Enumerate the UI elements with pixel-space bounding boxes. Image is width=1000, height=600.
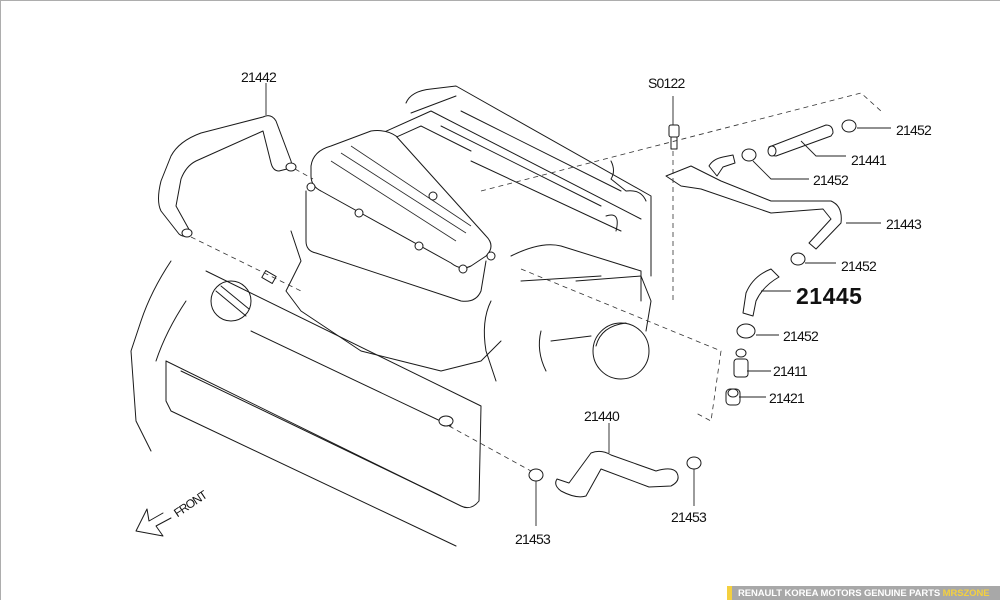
part-label-21452[interactable]: 21452 [783,328,819,344]
clamps-21452 [736,119,891,339]
part-label-21452[interactable]: 21452 [841,258,877,274]
part-label-21421[interactable]: 21421 [769,390,805,406]
footer-banner: RENAULT KOREA MOTORS GENUINE PARTS MRSZO… [727,586,1000,600]
intake-manifold [320,85,652,382]
hose-21440 [528,423,702,526]
part-label-21411[interactable]: 21411 [773,363,808,379]
part-label-21452[interactable]: 21452 [813,172,849,188]
part-label-21452[interactable]: 21452 [896,122,932,138]
part-label-21442[interactable]: 21442 [241,69,277,85]
part-label-21441[interactable]: 21441 [851,152,887,168]
front-arrow-icon [135,508,172,537]
bracket-assembly [480,92,882,301]
part-label-21443[interactable]: 21443 [886,216,922,232]
part-label-21453[interactable]: 21453 [515,531,551,547]
part-label-s0122[interactable]: S0122 [648,75,685,91]
part-label-21440[interactable]: 21440 [584,408,620,424]
hose-21442 [158,83,314,292]
part-label-21445-highlighted[interactable]: 21445 [796,283,863,309]
footer-brand[interactable]: MRSZONE [942,588,990,599]
throttle-body [538,275,652,380]
valve-cover [285,130,502,372]
cylinder-head [130,260,532,547]
pcv-valve [520,268,771,422]
part-label-21453[interactable]: 21453 [671,509,707,525]
footer-text: RENAULT KOREA MOTORS GENUINE PARTS [738,588,941,599]
hose-21445 [742,268,791,317]
